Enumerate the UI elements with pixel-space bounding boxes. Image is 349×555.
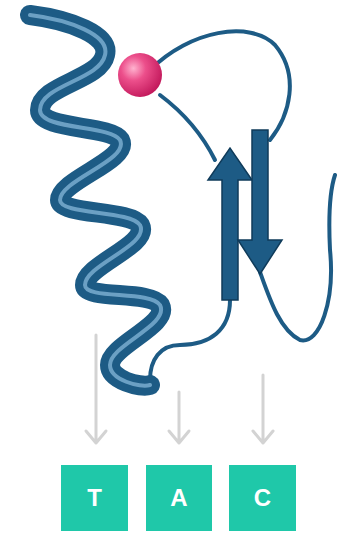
base-letter: C (254, 486, 271, 510)
base-letter: T (87, 486, 102, 510)
beta-strand (208, 148, 252, 300)
letter-box: A (146, 465, 212, 531)
alpha-helix (30, 15, 161, 386)
helix-highlight (30, 15, 161, 386)
metal-ion (118, 53, 162, 97)
loop-coil (160, 95, 215, 160)
beta-strand (238, 130, 282, 274)
letter-box: C (229, 465, 296, 531)
pointer-arrows (86, 335, 273, 443)
base-letter: A (170, 486, 187, 510)
loop-coil (150, 31, 290, 140)
letter-box: T (61, 465, 128, 531)
